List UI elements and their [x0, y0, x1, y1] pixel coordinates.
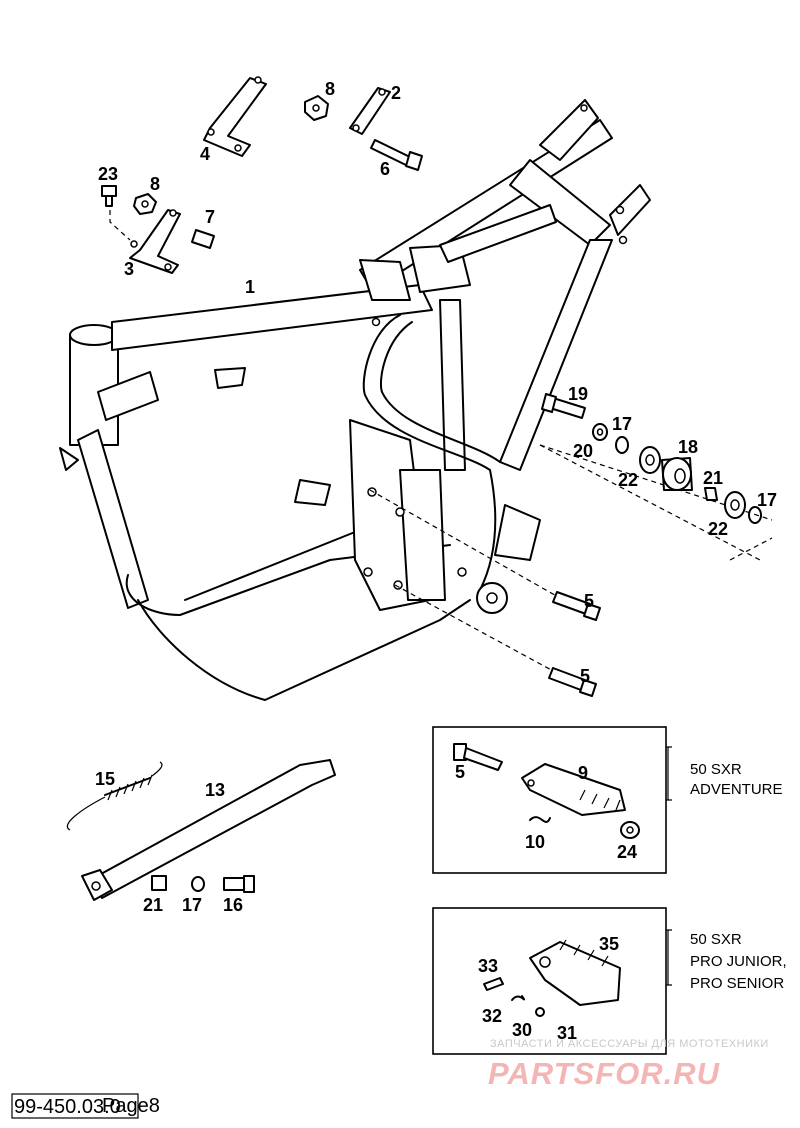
variant-box-adventure [432, 726, 672, 874]
footer-page: Page8 [102, 1095, 160, 1117]
callout-8a: 8 [325, 79, 335, 99]
callout-5c: 5 [455, 762, 465, 782]
callout-23: 23 [98, 164, 118, 184]
callout-20: 20 [573, 441, 593, 461]
callout-17b: 17 [612, 414, 632, 434]
callout-30: 30 [512, 1020, 532, 1040]
callout-2: 2 [391, 83, 401, 103]
footer: 99-450.03.0 Page8 [11, 1093, 160, 1119]
frame-assembly [59, 99, 651, 701]
variant-labels: 50 SXR ADVENTURE 50 SXR PRO JUNIOR, PRO … [690, 761, 787, 992]
callout-22a: 22 [618, 470, 638, 490]
callout-32: 32 [482, 1006, 502, 1026]
callout-5a: 5 [584, 591, 594, 611]
pivot-hardware [539, 393, 773, 561]
callout-21a: 21 [143, 895, 163, 915]
watermark-brand: PARTSFOR.RU [488, 1056, 721, 1091]
callout-6: 6 [380, 159, 390, 179]
mount-bolts [369, 489, 601, 697]
variant-pro-line3: PRO SENIOR [690, 975, 784, 992]
callout-13: 13 [205, 780, 225, 800]
callout-33: 33 [478, 956, 498, 976]
callout-31: 31 [557, 1023, 577, 1043]
callout-4: 4 [200, 144, 210, 164]
variant-adventure-line1: 50 SXR [690, 761, 742, 778]
callout-16: 16 [223, 895, 243, 915]
callout-22b: 22 [708, 519, 728, 539]
callout-21b: 21 [703, 468, 723, 488]
callout-numbers: 1 2 3 4 5 5 5 6 7 8 8 9 10 13 15 16 17 1… [95, 79, 777, 1043]
side-stand-group [66, 759, 336, 901]
callout-1: 1 [245, 277, 255, 297]
variant-pro-line1: 50 SXR [690, 931, 742, 948]
footer-code: 99-450.03.0 [14, 1096, 121, 1118]
callout-3: 3 [124, 259, 134, 279]
variant-pro-line2: PRO JUNIOR, [690, 953, 787, 970]
variant-adventure-line2: ADVENTURE [690, 781, 783, 798]
watermark-tagline: ЗАПЧАСТИ И АКСЕССУАРЫ ДЛЯ МОТОТЕХНИКИ [490, 1038, 769, 1050]
callout-17a: 17 [182, 895, 202, 915]
callout-19: 19 [568, 384, 588, 404]
callout-24: 24 [617, 842, 637, 862]
callout-18: 18 [678, 437, 698, 457]
callout-15: 15 [95, 769, 115, 789]
callout-10: 10 [525, 832, 545, 852]
callout-8b: 8 [150, 174, 160, 194]
callout-17c: 17 [757, 490, 777, 510]
callout-7: 7 [205, 207, 215, 227]
variant-box-pro [432, 907, 672, 1055]
watermark: ЗАПЧАСТИ И АКСЕССУАРЫ ДЛЯ МОТОТЕХНИКИ PA… [488, 1038, 769, 1091]
callout-9: 9 [578, 763, 588, 783]
small-brackets [101, 76, 423, 274]
callout-35: 35 [599, 934, 619, 954]
callout-5b: 5 [580, 666, 590, 686]
